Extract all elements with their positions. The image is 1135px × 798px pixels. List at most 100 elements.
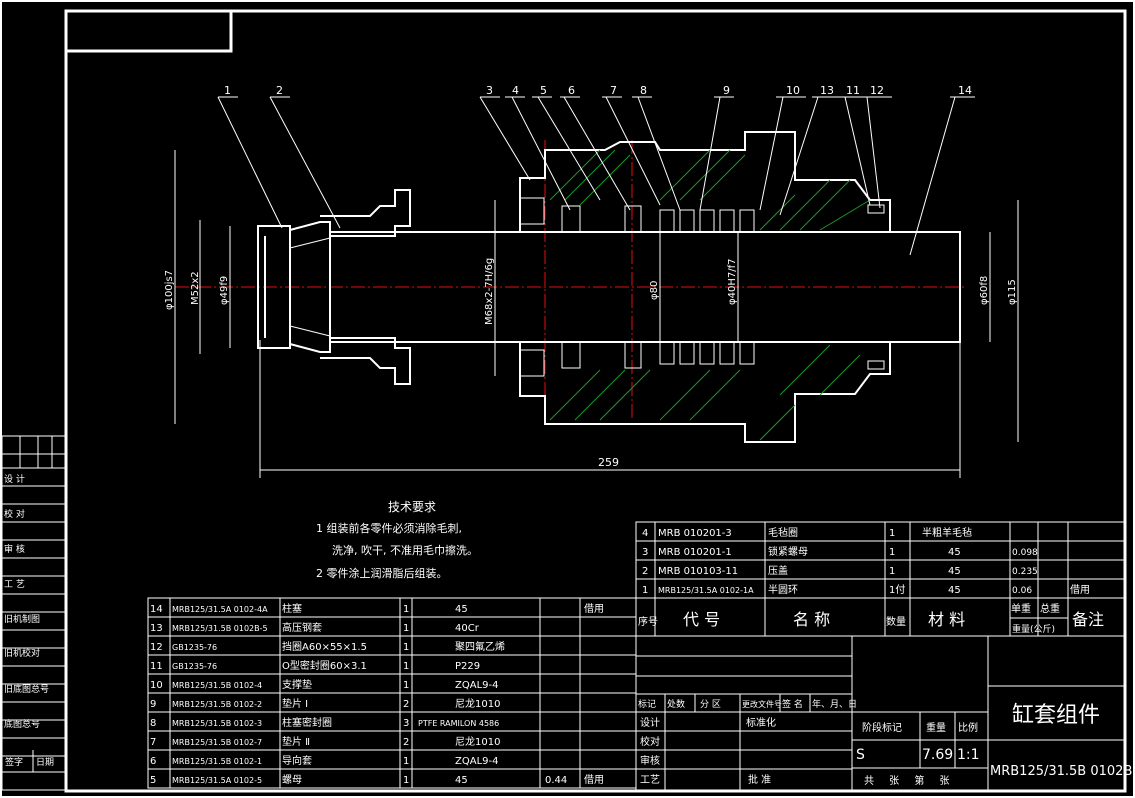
bom-row-no: 9 <box>150 699 156 710</box>
balloon-10: 10 <box>786 84 800 97</box>
balloon-11: 11 <box>846 84 860 97</box>
dim-length: 259 <box>598 456 619 469</box>
bom-header-mat: 材 料 <box>928 610 965 629</box>
left-label-6: 旧底图总号 <box>4 683 49 695</box>
bom-row-code: MRB125/31.5B 0102-2 <box>172 700 262 709</box>
bom-row-code: MRB 010201-3 <box>658 528 732 539</box>
bom-row-no: 14 <box>150 604 163 615</box>
left-label-5: 旧机校对 <box>4 647 40 659</box>
bom-row-mat: P229 <box>455 661 480 672</box>
bom-row-qty: 1 <box>889 566 895 577</box>
drawing-number: MRB125/31.5B 0102B <box>990 764 1132 779</box>
bom-row-no: 12 <box>150 642 163 653</box>
bom-header-w3: 重量(公斤) <box>1012 623 1055 635</box>
left-label-column: 设 计校 对审 核工 艺旧机制图旧机校对旧底图总号底图总号签字日期 <box>1 435 67 791</box>
left-label-sign: 签字 <box>5 756 23 768</box>
rev-count: 处数 <box>667 698 685 710</box>
std-label: 标准化 <box>746 716 776 729</box>
bom-row-note: 借用 <box>584 603 604 615</box>
sheets-label: 共 张 第 张 <box>864 774 956 787</box>
bom-row-name: 垫片 Ⅱ <box>282 735 310 748</box>
dim-phi40: φ40H7/f7 <box>727 259 738 305</box>
bom-row-qty: 2 <box>403 699 409 710</box>
balloon-8: 8 <box>640 84 647 97</box>
left-label-2: 审 核 <box>4 543 25 555</box>
bom-row-mat: 45 <box>948 566 961 577</box>
tech-line2: 洗净, 吹干, 不准用毛巾擦洗。 <box>332 543 478 557</box>
bom-row-mat: PTFE RAMILON 4586 <box>418 719 499 728</box>
balloon-12: 12 <box>870 84 884 97</box>
bom-row-qty: 1 <box>403 604 409 615</box>
dim-phi60: φ60f8 <box>979 276 990 305</box>
bom-row-name: 垫片 Ⅰ <box>282 697 308 710</box>
bom-row-qty: 1 <box>889 528 895 539</box>
bom-row-mat: 尼龙1010 <box>455 735 500 748</box>
bom-row-mat: ZQAL9-4 <box>455 680 498 691</box>
bom-row-mat: 45 <box>455 604 468 615</box>
bom-row-name: 挡圈A60×55×1.5 <box>282 640 367 653</box>
tech-line3: 2 零件涂上润滑脂后组装。 <box>316 566 448 580</box>
bom-row-code: MRB125/31.5B 0102-4 <box>172 681 262 690</box>
dimension-lines <box>174 150 1019 478</box>
left-label-0: 设 计 <box>4 473 25 485</box>
bom-row-code: MRB 010103-11 <box>658 566 738 577</box>
bom-row-weight: 0.44 <box>545 775 567 786</box>
bom-row-code: MRB125/31.5B 0102-1 <box>172 757 262 766</box>
bom-row-mat: 45 <box>948 547 961 558</box>
bom-row-code: MRB125/31.5A 0102-4A <box>172 605 268 614</box>
bom-row-weight: 0.235 <box>1012 567 1038 577</box>
rev-doc: 更改文件号 <box>742 699 782 709</box>
bom-row-qty: 1 <box>403 756 409 767</box>
left-label-4: 旧机制图 <box>4 613 40 625</box>
bom-row-no: 6 <box>150 756 156 767</box>
role-review: 审核 <box>640 754 660 767</box>
bom-row-qty: 1 <box>403 680 409 691</box>
bom-header-name: 名 称 <box>793 610 830 629</box>
role-check: 校对 <box>640 735 660 748</box>
bom-row-code: MRB125/31.5A 0102-5 <box>172 776 262 785</box>
balloon-14: 14 <box>958 84 972 97</box>
bom-row-note: 借用 <box>1070 584 1090 596</box>
bom-row-qty: 2 <box>403 737 409 748</box>
bom-row-no: 13 <box>150 623 163 634</box>
weight-label: 重量 <box>926 721 946 734</box>
bom-row-name: 支撑垫 <box>282 678 312 691</box>
bom-row-code: MRB125/31.5A 0102-1A <box>658 586 754 595</box>
dim-m68: M68x2-7H/6g <box>484 258 495 325</box>
balloon-13: 13 <box>820 84 834 97</box>
bom-row-mat: 聚四氟乙烯 <box>455 640 505 653</box>
bom-row-mat: ZQAL9-4 <box>455 756 498 767</box>
balloon-9: 9 <box>723 84 730 97</box>
bom-row-no: 5 <box>150 775 156 786</box>
balloon-7: 7 <box>610 84 617 97</box>
bom-row-mat: 40Cr <box>455 623 480 634</box>
bom-row-name: 柱塞 <box>282 602 302 615</box>
tech-line1: 1 组装前各零件必须消除毛刺, <box>316 521 462 535</box>
stage-label: 阶段标记 <box>862 721 902 734</box>
bom-row-qty: 1付 <box>889 583 905 596</box>
bom-header-no: 序号 <box>638 615 658 628</box>
stage-value: S <box>856 747 865 763</box>
bom-row-no: 11 <box>150 661 163 672</box>
balloon-2: 2 <box>276 84 283 97</box>
approve-label: 批 准 <box>748 773 771 786</box>
dim-m52: M52x2 <box>190 271 201 305</box>
balloon-6: 6 <box>568 84 575 97</box>
drawing-title: 缸套组件 <box>1012 703 1100 728</box>
bom-row-name: 螺母 <box>282 774 302 786</box>
bom-row-code: GB1235-76 <box>172 643 217 652</box>
tech-requirements: 技术要求 1 组装前各零件必须消除毛刺, 洗净, 吹干, 不准用毛巾擦洗。 2 … <box>316 500 478 580</box>
bom-row-qty: 1 <box>403 642 409 653</box>
bom-row-name: 高压钢套 <box>282 621 322 634</box>
leader-lines <box>217 96 975 256</box>
bom-header-w2: 总重 <box>1040 602 1060 615</box>
left-label-date: 日期 <box>36 757 54 768</box>
bom-row-mat: 尼龙1010 <box>455 697 500 710</box>
bom-row-qty: 1 <box>403 623 409 634</box>
bom-row-no: 4 <box>642 528 648 539</box>
code-box <box>64 9 233 53</box>
bom-row-code: MRB125/31.5B 0102-3 <box>172 719 262 728</box>
bom-header-code: 代 号 <box>683 610 720 629</box>
